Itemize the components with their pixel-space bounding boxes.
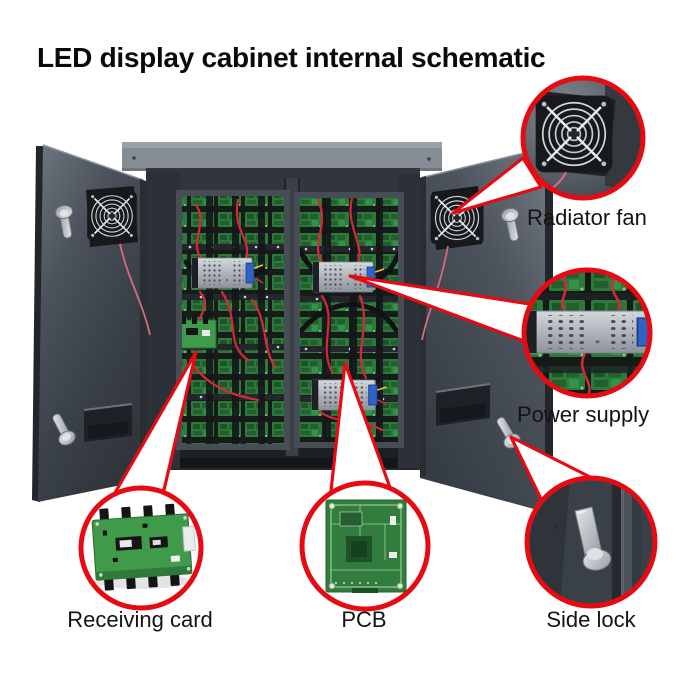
side-lock-label: Side lock [546, 607, 636, 632]
top-flange [122, 142, 442, 171]
left-door [32, 144, 151, 502]
power-supply-left [191, 257, 264, 289]
page-title: LED display cabinet internal schematic [37, 42, 546, 73]
callout-side-lock [524, 475, 658, 609]
callout-pcb [299, 480, 431, 612]
radiator-fan-label: Radiator fan [527, 205, 647, 230]
callout-radiator-fan [520, 75, 646, 201]
receiving-card-label: Receiving card [67, 607, 213, 632]
fan-wire-left [119, 243, 151, 336]
right-door-handle [435, 383, 491, 426]
callout-power-supply [521, 267, 653, 399]
red-wires [188, 196, 384, 432]
power-supply-right-top [312, 261, 385, 293]
pcb-label: PCB [341, 607, 387, 632]
power-supply-label: Power supply [517, 402, 650, 427]
receiving-card-in-cabinet [182, 316, 217, 349]
left-door-handle [83, 403, 133, 442]
left-door-fan [86, 190, 138, 242]
right-door [419, 147, 553, 515]
callout-receiving-card [78, 485, 204, 611]
